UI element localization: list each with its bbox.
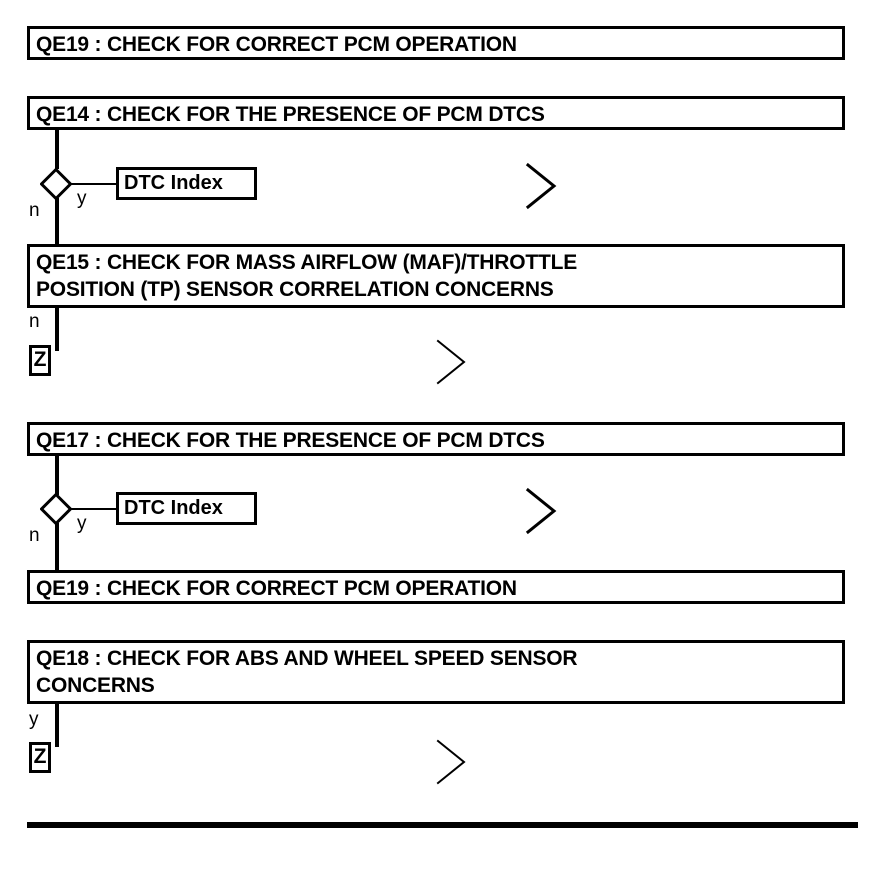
terminator-box-z-1[interactable]: Z <box>29 345 51 376</box>
connector-qe18-yes-to-terminator <box>55 704 59 747</box>
ref-box-dtc-index-1[interactable]: DTC Index <box>116 167 257 200</box>
step-box-qe18[interactable]: QE18 : CHECK FOR ABS AND WHEEL SPEED SEN… <box>27 640 845 704</box>
connector-qe14-yes-to-dtc-index <box>71 183 118 185</box>
step-box-qe15[interactable]: QE15 : CHECK FOR MASS AIRFLOW (MAF)/THRO… <box>27 244 845 308</box>
chevron-3-icon <box>524 487 564 535</box>
step-box-qe19-top[interactable]: QE19 : CHECK FOR CORRECT PCM OPERATION <box>27 26 845 60</box>
branch-label-qe14-yes: y <box>77 188 87 209</box>
connector-qe17-yes-to-dtc-index <box>71 508 118 510</box>
ref-box-dtc-index-2[interactable]: DTC Index <box>116 492 257 525</box>
step-box-qe19-bottom[interactable]: QE19 : CHECK FOR CORRECT PCM OPERATION <box>27 570 845 604</box>
terminator-box-z-2[interactable]: Z <box>29 742 51 773</box>
step-box-qe17[interactable]: QE17 : CHECK FOR THE PRESENCE OF PCM DTC… <box>27 422 845 456</box>
connector-qe15-no-to-terminator <box>55 308 59 351</box>
branch-label-qe17-no: n <box>29 525 40 546</box>
step-box-qe14[interactable]: QE14 : CHECK FOR THE PRESENCE OF PCM DTC… <box>27 96 845 130</box>
connector-qe14-to-decision <box>55 130 59 169</box>
branch-label-qe17-yes: y <box>77 513 87 534</box>
decision-diamond-qe17[interactable] <box>40 493 72 525</box>
bottom-divider-rule <box>27 822 858 828</box>
decision-diamond-qe14[interactable] <box>40 168 72 200</box>
branch-label-qe14-no: n <box>29 200 40 221</box>
connector-qe17-no-to-qe19 <box>55 523 59 571</box>
chevron-2-icon <box>434 338 474 386</box>
connector-qe17-to-decision <box>55 456 59 495</box>
branch-label-qe15-no: n <box>29 311 40 332</box>
connector-qe14-no-to-qe15 <box>55 198 59 245</box>
chevron-1-icon <box>524 162 564 210</box>
branch-label-qe18-yes: y <box>29 709 39 730</box>
chevron-4-icon <box>434 738 474 786</box>
